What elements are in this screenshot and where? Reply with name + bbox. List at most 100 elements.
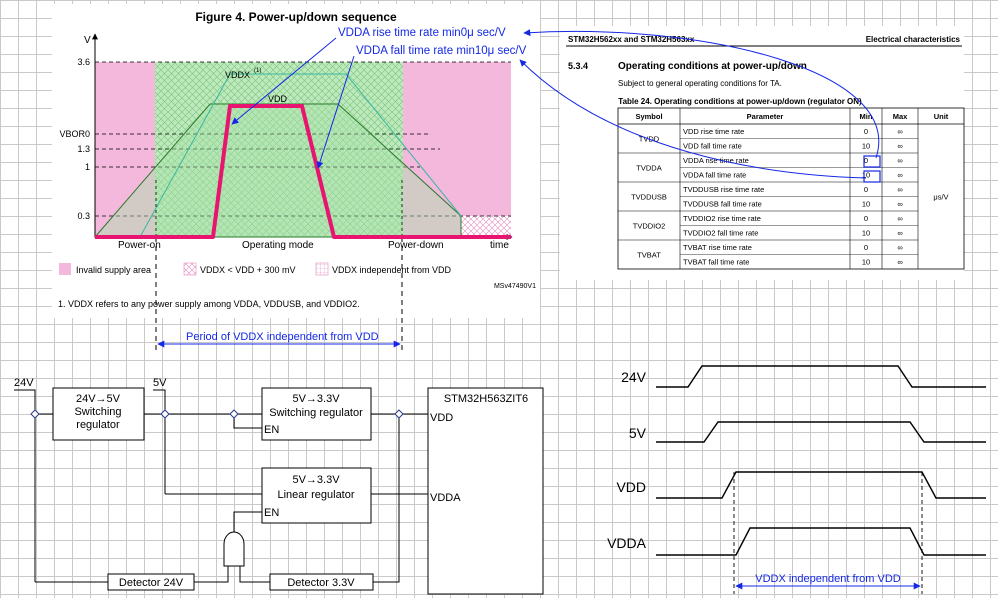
sw-en-wire: [233, 414, 262, 429]
legend-invalid: Invalid supply area: [76, 265, 151, 275]
rail-24v-in: [14, 389, 53, 415]
ds-col-header: Min: [860, 112, 873, 121]
vdd-curve: [95, 104, 511, 239]
annot-fall-arrow: [316, 55, 355, 169]
ds-max: ∞: [897, 156, 902, 165]
circuit-labels: 24V 5V 24V→5V Switching regulator 5V→3.3…: [14, 377, 528, 589]
node-vdd: [394, 409, 404, 419]
figure-title: Figure 4. Power-up/down sequence: [195, 10, 397, 24]
ds-param: TVBAT fall time rate: [683, 258, 749, 267]
mcu-vdda: VDDA: [430, 492, 461, 504]
valid-operating-area: [155, 62, 403, 237]
legend-lt: VDDX < VDD + 300 mV: [200, 265, 296, 275]
lin-l1: 5V→3.3V: [292, 474, 340, 486]
y-tick-0v3: 0.3: [77, 211, 90, 221]
vdd-curve-label: VDD: [268, 94, 288, 104]
block-sw-reg: [261, 387, 372, 441]
ds-intro: Subject to general operating conditions …: [618, 79, 782, 88]
vddx-envelope-teal: [139, 73, 462, 238]
and-gate: [223, 531, 245, 567]
ds-col-header: Max: [893, 112, 908, 121]
legend-indep: VDDX independent from VDD: [332, 265, 452, 275]
ds-min: 10: [862, 258, 870, 267]
figure-panel: Figure 4. Power-up/down sequence V time …: [52, 4, 540, 350]
y-axis-label: V: [84, 35, 91, 46]
legend-swatch-invalid: [59, 263, 71, 275]
ds-header-right: Electrical characteristics: [866, 35, 961, 44]
ds-max: ∞: [897, 258, 902, 267]
hatch-low-right: [461, 216, 511, 237]
sw1-l3: regulator: [76, 419, 120, 431]
ds-min: 10: [862, 171, 870, 180]
ds-min: 0: [864, 156, 868, 165]
vddx-curve-label: VDDX: [225, 70, 250, 80]
circuit: [14, 387, 544, 595]
timing-label-24v: 24V: [621, 369, 647, 385]
annotations: VDDA rise time rate min0μ sec/V VDDA fal…: [157, 27, 881, 348]
ds-max: ∞: [897, 243, 902, 252]
mcu-name: STM32H563ZIT6: [444, 393, 528, 405]
ds-min: 0: [864, 127, 868, 136]
annot-box-rise-min: [863, 155, 881, 168]
period-label: Period of VDDX independent from VDD: [186, 331, 379, 343]
node-24v: [30, 409, 40, 419]
ds-param: VDDA fall time rate: [683, 171, 746, 180]
ds-symbol: TVDDUSB: [631, 193, 667, 202]
wave-24v: [656, 365, 986, 388]
lin-l2: Linear regulator: [277, 489, 354, 501]
rail-5v-label-line: [153, 389, 166, 414]
ds-param: TVDDIO2 rise time rate: [683, 214, 761, 223]
mcu-vdd: VDD: [430, 412, 453, 424]
node-en: [229, 409, 239, 419]
timing-diagram: 24V 5V VDD VDDA VDDX independent from VD…: [607, 365, 986, 594]
and-to-en: [233, 511, 262, 526]
ds-min: 0: [864, 243, 868, 252]
y-tick-3v6: 3.6: [77, 57, 90, 67]
det24-label: Detector 24V: [119, 577, 184, 589]
ds-section-title: Operating conditions at power-up/down: [618, 61, 807, 72]
block-det24: [107, 573, 195, 591]
det33-label: Detector 3.3V: [287, 577, 355, 589]
ds-min: 10: [862, 229, 870, 238]
ds-col-header: Symbol: [635, 112, 662, 121]
timing-label-vdd: VDD: [616, 479, 646, 495]
wave-vdd: [656, 471, 986, 499]
invalid-area-right: [403, 62, 511, 237]
label-24v: 24V: [14, 377, 34, 389]
ds-param: VDDA rise time rate: [683, 156, 749, 165]
datasheet-panel: STM32H562xx and STM32H563xx Electrical c…: [560, 26, 965, 280]
ds-unit: μs/V: [933, 193, 948, 202]
ds-col-header: Unit: [934, 112, 949, 121]
ds-param: TVDDUSB fall time rate: [683, 200, 762, 209]
legend-swatch-indep: [315, 262, 329, 276]
phase-operating: Operating mode: [242, 240, 314, 251]
ds-max: ∞: [897, 229, 902, 238]
timing-label-vdda: VDDA: [607, 535, 647, 551]
ds-symbol: TVBAT: [637, 251, 661, 260]
ds-min: 10: [862, 200, 870, 209]
timing-label-5v: 5V: [629, 425, 647, 441]
lin-en: EN: [264, 507, 279, 519]
annot-link-fall: [519, 59, 867, 179]
phase-power-on: Power-on: [118, 240, 161, 251]
timing-span-label: VDDX independent from VDD: [755, 573, 901, 585]
ds-param: TVBAT rise time rate: [683, 243, 752, 252]
sw2-en: EN: [264, 424, 279, 436]
wave-vdda: [656, 527, 986, 556]
figure-footnote: 1. VDDX refers to any power supply among…: [58, 299, 360, 309]
vddx-curve-sup: (1): [254, 68, 261, 74]
block-det33: [269, 573, 374, 591]
ds-max: ∞: [897, 171, 902, 180]
ds-symbol: TVDDA: [636, 164, 661, 173]
y-tick-vbor0: VBOR0: [59, 129, 90, 139]
ds-param: TVDDUSB rise time rate: [683, 185, 764, 194]
ds-param: TVDDIO2 fall time rate: [683, 229, 758, 238]
y-tick-1v3: 1.3: [77, 144, 90, 154]
ds-table-frame: [617, 107, 965, 270]
block-lin-reg: [261, 467, 372, 524]
ds-param: VDD fall time rate: [683, 142, 742, 151]
ds-param: VDD rise time rate: [683, 127, 744, 136]
sw1-l1: 24V→5V: [76, 393, 121, 405]
